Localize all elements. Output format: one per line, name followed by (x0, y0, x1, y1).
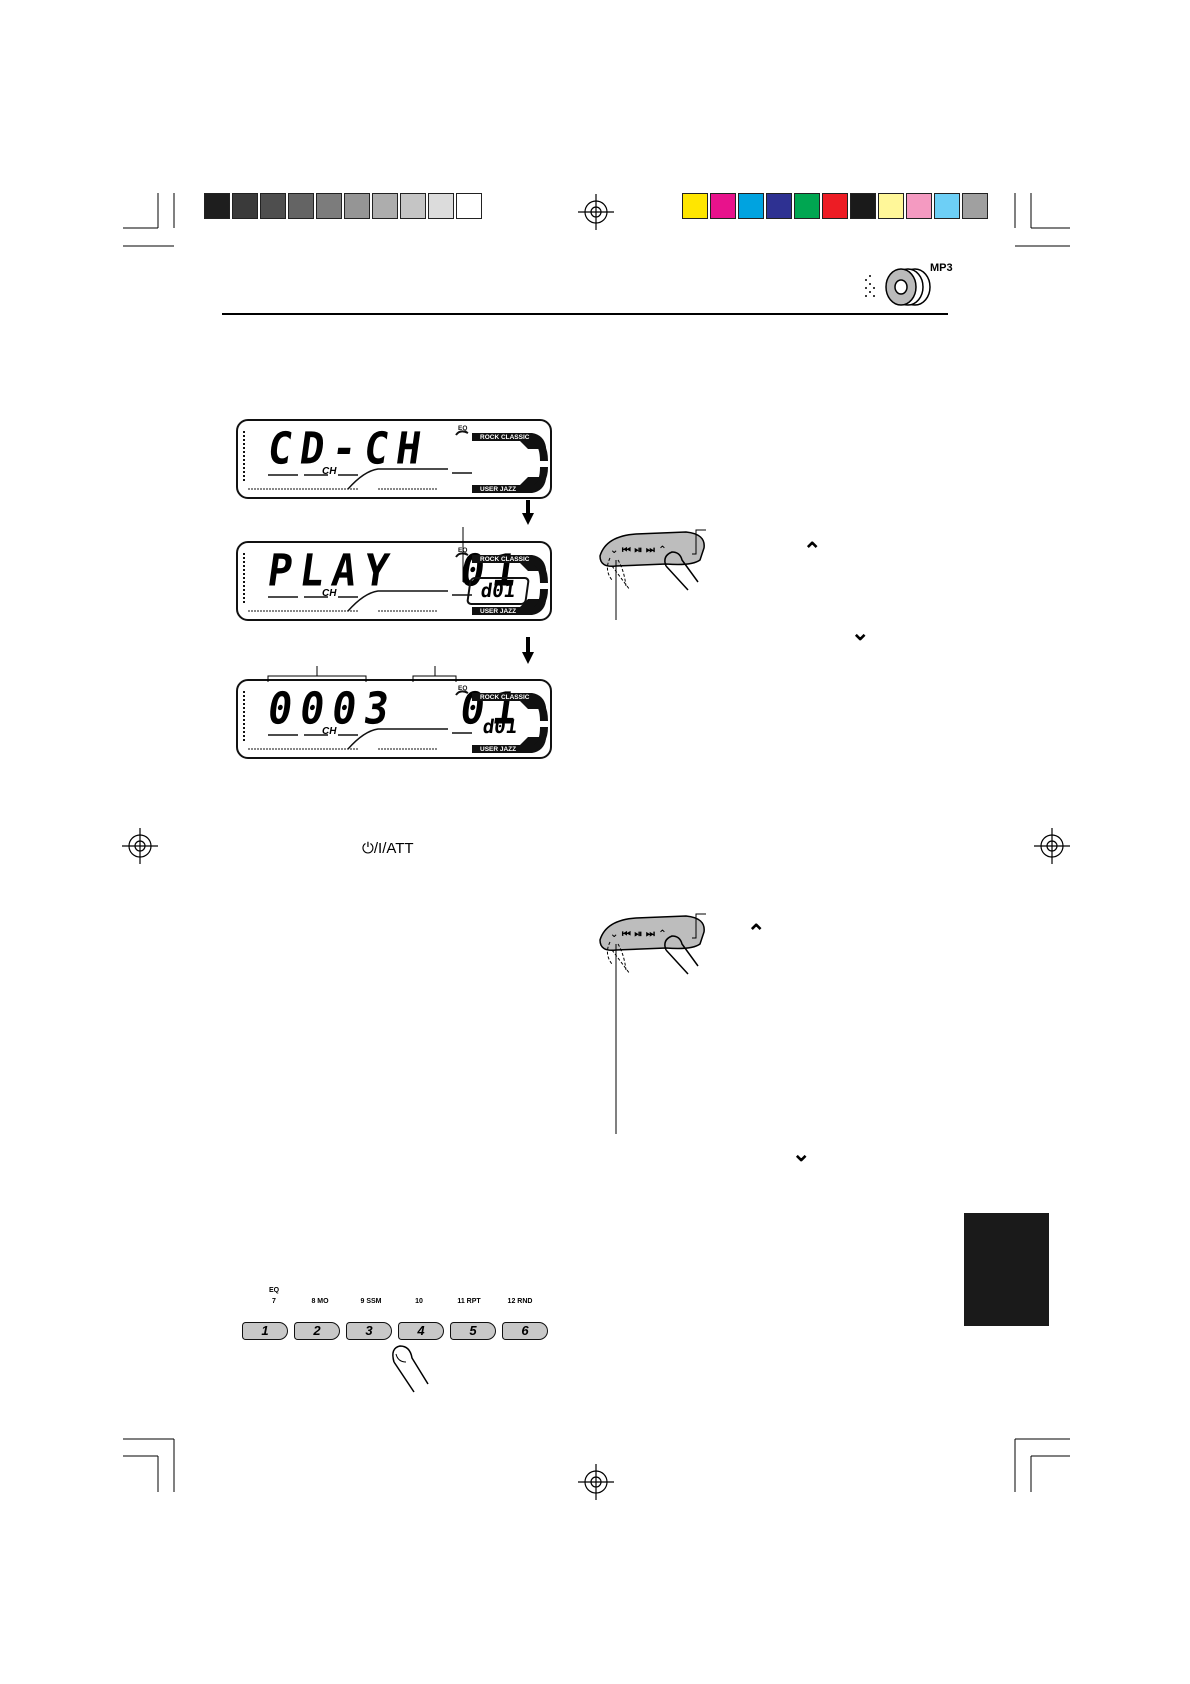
language-tab (964, 1213, 1049, 1326)
down-arrow-icon: ⌄ (851, 620, 870, 645)
preset-key-4-label: 10 (415, 1298, 423, 1305)
svg-text:⌄ ⏮ ⏯ ⏭ ⌃: ⌄ ⏮ ⏯ ⏭ ⌃ (610, 929, 667, 940)
color-swatch (794, 193, 820, 219)
color-swatch (738, 193, 764, 219)
down-arrow-icon (522, 513, 534, 525)
power-att-label: ⏻/I/ATT (362, 840, 414, 857)
preset-key-4[interactable]: 4 (398, 1322, 444, 1340)
lcd-ch-label: CH (322, 726, 337, 737)
gray-swatch (428, 193, 454, 219)
gray-swatch (288, 193, 314, 219)
preset-key-1[interactable]: 1 (242, 1322, 288, 1340)
preset-key-2-label: 8 MO (311, 1298, 329, 1305)
color-swatch (822, 193, 848, 219)
eq-user-jazz-label: USER JAZZ (480, 486, 517, 493)
color-swatch (906, 193, 932, 219)
preset-key-6[interactable]: 6 (502, 1322, 548, 1340)
lcd-ch-label: CH (322, 588, 337, 599)
preset-key-6-label: 12 RND (507, 1298, 533, 1305)
gray-swatch (400, 193, 426, 219)
preset-key-1-label: 7 (272, 1298, 276, 1305)
finger-press-icon (392, 1345, 429, 1393)
eq-rock-classic-label: ROCK CLASSIC (480, 694, 530, 701)
preset-key-3-label: 9 SSM (360, 1298, 382, 1305)
registration-mark-icon (1034, 828, 1070, 864)
down-arrow-icon (522, 652, 534, 664)
color-swatch (710, 193, 736, 219)
up-arrow-icon: ⌃ (803, 538, 822, 563)
eq-panel: ROCK CLASSIC USER JAZZ EQ (450, 681, 550, 757)
color-swatch (682, 193, 708, 219)
gray-swatch (344, 193, 370, 219)
preset-key-1-toplabel: EQ (268, 1287, 280, 1294)
eq-label: EQ (458, 425, 468, 432)
gray-swatch (260, 193, 286, 219)
preset-key-2[interactable]: 2 (294, 1322, 340, 1340)
eq-rock-classic-label: ROCK CLASSIC (480, 556, 530, 563)
gray-swatch (456, 193, 482, 219)
registration-mark-icon (578, 194, 614, 230)
eq-label: EQ (458, 685, 468, 692)
eq-user-jazz-label: USER JAZZ (480, 746, 517, 753)
lcd-segment-lines (243, 691, 448, 750)
eq-rock-classic-label: ROCK CLASSIC (480, 434, 530, 441)
registration-mark-icon (578, 1464, 614, 1500)
eq-user-jazz-label: USER JAZZ (480, 608, 517, 615)
color-swatch (934, 193, 960, 219)
down-arrow-icon: ⌄ (792, 1141, 811, 1166)
lcd-ch-label: CH (322, 466, 337, 477)
registration-mark-icon (122, 828, 158, 864)
gray-swatch (204, 193, 230, 219)
gray-swatch (316, 193, 342, 219)
color-swatch (850, 193, 876, 219)
track-select-illustration-2: ⌄ ⏮ ⏯ ⏭ ⌃ (599, 913, 706, 1134)
gray-swatch (232, 193, 258, 219)
color-swatch (962, 193, 988, 219)
color-swatch (766, 193, 792, 219)
preset-key-3[interactable]: 3 (346, 1322, 392, 1340)
track-select-illustration-1: ⌄ ⏮ ⏯ ⏭ ⌃ (599, 529, 706, 620)
preset-key-5[interactable]: 5 (450, 1322, 496, 1340)
gray-swatch (372, 193, 398, 219)
preset-key-5-label: 11 RPT (457, 1298, 481, 1305)
color-swatch (878, 193, 904, 219)
mp3-label: MP3 (930, 262, 953, 274)
up-arrow-icon: ⌃ (747, 920, 766, 945)
mp3-disc-icon: MP3 (860, 262, 960, 312)
svg-text:⌄ ⏮ ⏯ ⏭ ⌃: ⌄ ⏮ ⏯ ⏭ ⌃ (610, 545, 667, 556)
lcd-segment-lines (243, 553, 448, 612)
eq-panel: ROCK CLASSIC USER JAZZ EQ (450, 421, 550, 497)
lcd-segment-lines (243, 431, 448, 490)
